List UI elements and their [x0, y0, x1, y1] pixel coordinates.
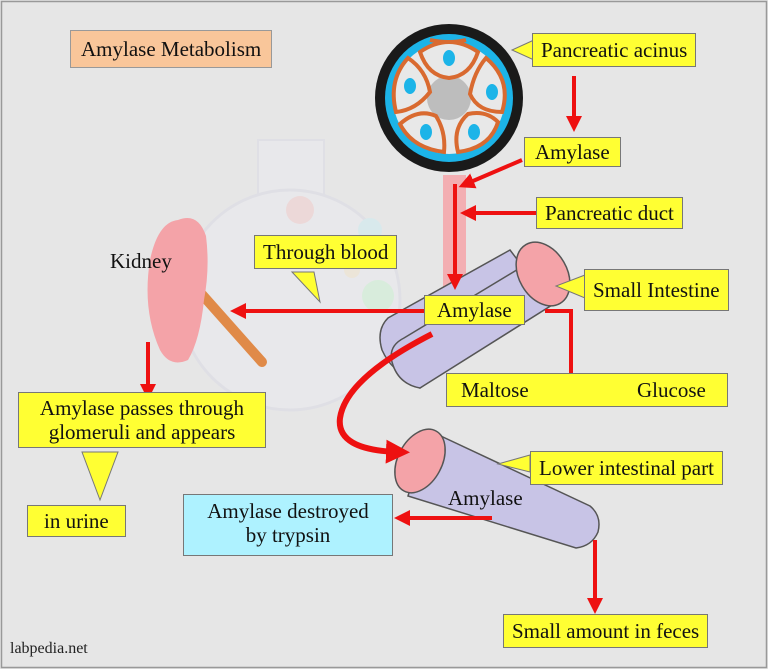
arrow-amylase-to-duct: [458, 158, 523, 189]
kidney-illustration: [147, 218, 267, 367]
label-amylase-center: Amylase: [424, 295, 525, 326]
label-amylase-lower: Amylase: [448, 486, 523, 510]
label-callout-tails: [81, 39, 586, 502]
label-amylase-destroyed: Amylase destroyed by trypsin: [183, 494, 393, 556]
label-amylase-top: Amylase: [524, 137, 621, 168]
diagram-title: Amylase Metabolism: [70, 30, 273, 69]
label-feces: Small amount in feces: [503, 614, 709, 649]
pancreatic-acinus-illustration: [375, 24, 523, 172]
arrow-to-maltose: [545, 309, 579, 390]
label-pancreatic-duct: Pancreatic duct: [536, 197, 683, 230]
label-maltose: Maltose: [461, 378, 529, 402]
label-glomeruli: Amylase passes through glomeruli and app…: [18, 392, 266, 449]
label-destroyed-line2: by trypsin: [245, 523, 331, 548]
label-pancreatic-acinus: Pancreatic acinus: [532, 33, 697, 68]
arrow-to-lower-intestine: [336, 331, 434, 464]
label-destroyed-line1: Amylase destroyed: [207, 499, 369, 523]
label-glomeruli-line1: Amylase passes through: [39, 396, 245, 420]
label-glucose: Glucose: [637, 378, 706, 402]
label-kidney: Kidney: [110, 249, 172, 273]
label-small-intestine: Small Intestine: [584, 269, 729, 312]
label-in-urine: in urine: [27, 505, 126, 538]
label-glomeruli-line2: glomeruli and appears: [48, 420, 236, 445]
maltose-glucose-box: Maltose Glucose: [446, 373, 728, 407]
footer-credit: labpedia.net: [10, 640, 88, 657]
label-through-blood: Through blood: [254, 235, 398, 270]
label-lower-intestinal-part: Lower intestinal part: [530, 451, 723, 486]
